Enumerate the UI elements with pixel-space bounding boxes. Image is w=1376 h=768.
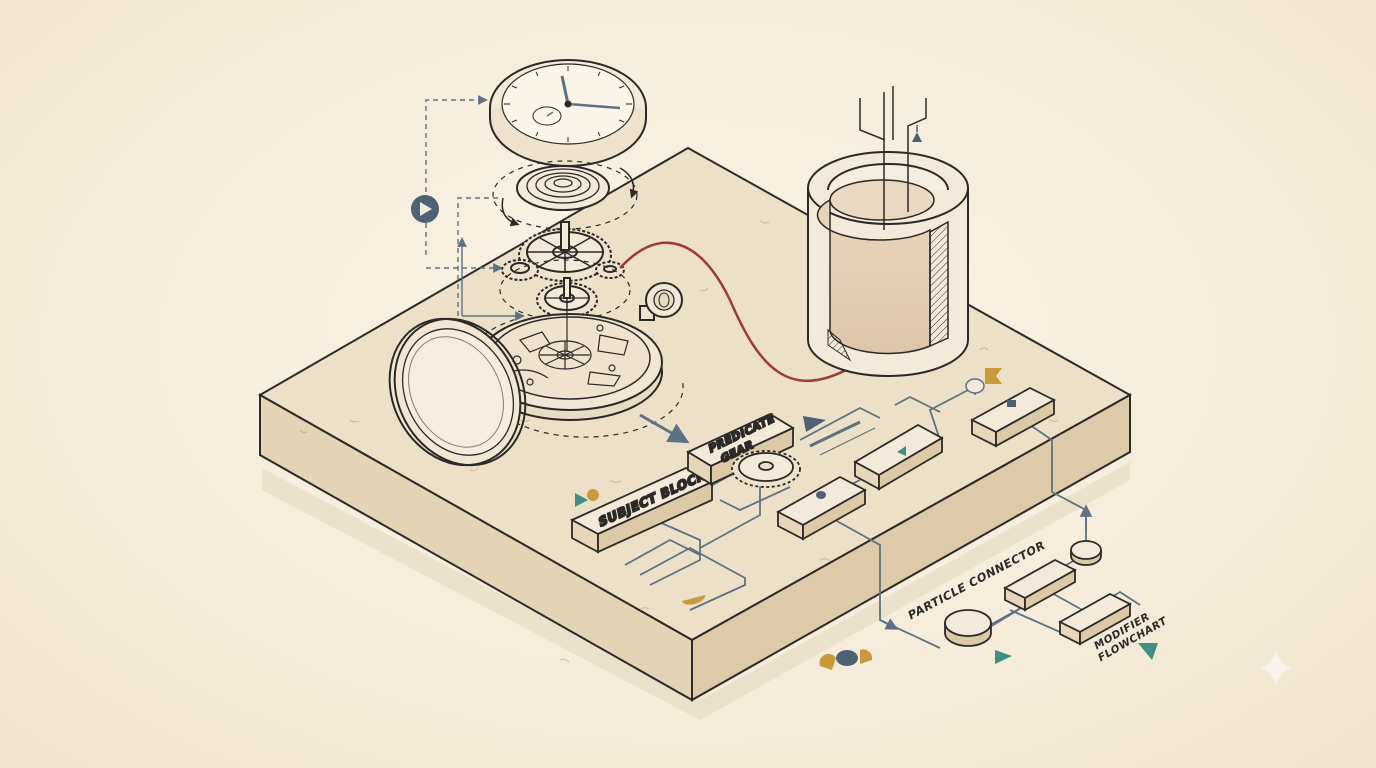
half-circle-marker-icon	[860, 649, 873, 664]
play-circle-icon[interactable]	[411, 195, 439, 223]
assembly-guides	[425, 95, 525, 321]
stopwatch-exploded-view	[388, 59, 684, 467]
node-block-upper-right[interactable]	[970, 386, 1056, 448]
particle-connector-disc[interactable]	[944, 609, 992, 647]
node-block-lower[interactable]	[776, 475, 867, 541]
watch-case	[477, 282, 683, 421]
modifier-block-lower[interactable]	[1058, 592, 1132, 646]
center-block[interactable]	[853, 423, 944, 491]
triangle-marker-icon	[575, 493, 588, 507]
gear-wheel-upper	[518, 221, 612, 282]
half-circle-marker-icon	[819, 653, 836, 670]
watch-lid	[388, 317, 527, 467]
modifier-disc[interactable]	[1070, 540, 1102, 566]
modifier-block-upper[interactable]	[1003, 558, 1077, 612]
watch-dial	[489, 59, 647, 167]
board-right-side	[691, 393, 1131, 702]
triangle-marker-icon	[803, 416, 826, 432]
red-wire	[619, 241, 851, 383]
gold-dot-icon	[587, 489, 599, 501]
cup-cross-section	[807, 86, 969, 377]
accent-markers	[575, 368, 1158, 670]
triangle-marker-icon	[1138, 643, 1158, 660]
slate-dot-icon	[836, 650, 858, 666]
bookmark-flag-icon	[985, 368, 1002, 384]
predicate-gear	[731, 450, 801, 488]
hairspring	[516, 165, 610, 211]
board	[257, 146, 1133, 720]
triangle-marker-icon	[995, 650, 1012, 664]
half-circle-marker-icon	[681, 594, 706, 605]
sparkle-icon	[1260, 650, 1292, 686]
